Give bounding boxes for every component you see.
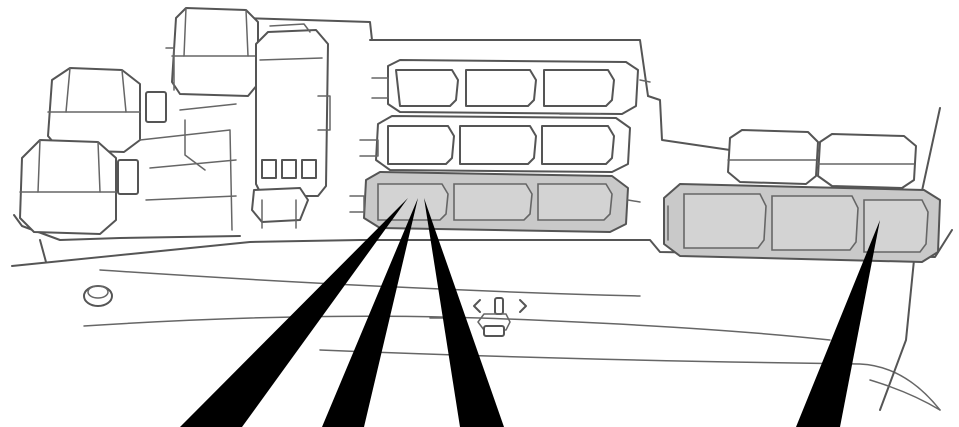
relay-block-left-lower (19, 139, 139, 235)
relay-block-right-b (817, 133, 917, 189)
callout-pointer-4 (796, 220, 880, 427)
mounting-knob (83, 285, 113, 307)
connector-bank-middle (359, 113, 631, 173)
callout-pointers (180, 198, 880, 427)
housing-ribs (139, 103, 237, 231)
relay-clip (117, 159, 139, 195)
connector-cavity (771, 195, 859, 251)
fuse-clip (251, 187, 309, 223)
relay-block-top (165, 7, 259, 97)
callout-pointer-1 (180, 198, 408, 427)
connector-cavity (453, 183, 533, 221)
connector-cavity (537, 183, 613, 221)
fuse-cell (281, 159, 297, 179)
connector-bank-top (371, 59, 651, 115)
right-connector-bank-highlighted (663, 183, 941, 263)
fuse-module (251, 23, 331, 229)
fuse-cell (261, 159, 277, 179)
callout-pointer-3 (424, 198, 504, 427)
relay-block-right-a (727, 129, 819, 185)
connector-cavity (683, 193, 767, 249)
latch-indicator (429, 297, 527, 337)
left-connector-bank-highlighted (349, 171, 641, 233)
connector-cavity (863, 199, 929, 253)
callout-pointer-2 (322, 198, 418, 427)
relay-clip (145, 91, 167, 123)
fuse-cell (301, 159, 317, 179)
